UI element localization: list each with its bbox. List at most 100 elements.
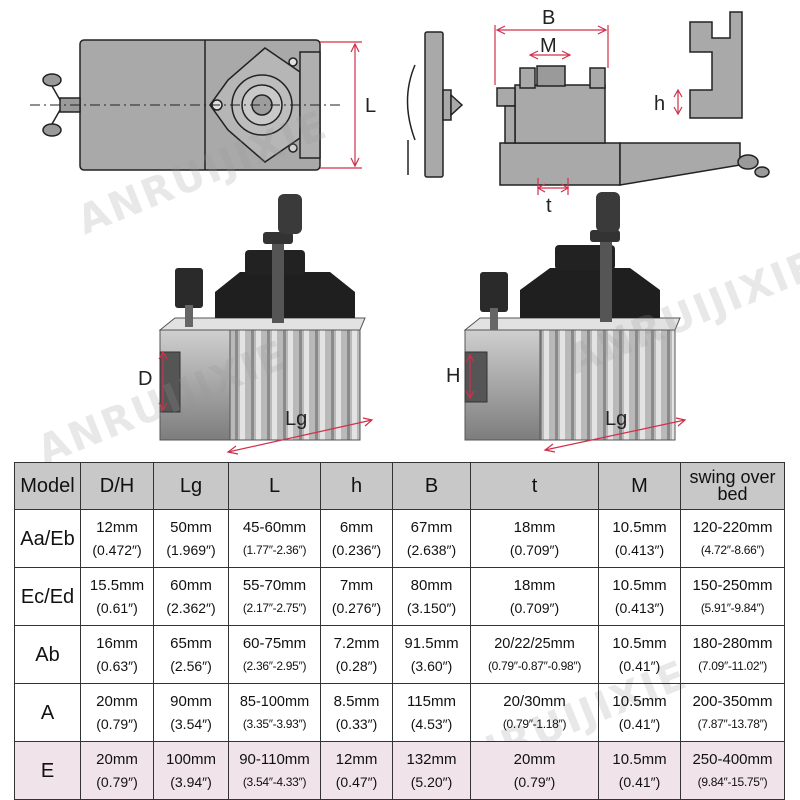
slot-profile-drawing [689, 11, 743, 119]
cell-value: (0.63″) [96, 657, 138, 674]
header-dh: D/H [80, 462, 154, 510]
cell-value: (7.87″-13.78″) [697, 716, 768, 731]
cell-value: 20/22/25mm [494, 635, 575, 652]
label-H: H [446, 365, 460, 387]
header-b: B [392, 462, 471, 510]
label-D: D [138, 368, 152, 390]
header-model: Model [14, 462, 81, 510]
cell-value: (2.638″) [406, 541, 457, 558]
header-m: M [598, 462, 681, 510]
front-view-drawing [496, 65, 770, 186]
cell-value: (0.41″) [618, 657, 661, 674]
label-B: B [542, 7, 555, 29]
cell-value: 150-250mm [692, 576, 773, 594]
cell-value: 55-70mm [242, 576, 307, 594]
header-t: t [470, 462, 599, 510]
cell-swing: 250-400mm(9.84″-15.75″) [680, 741, 785, 800]
cell-t: 18mm (0.709″) [470, 567, 599, 626]
cell-value: (5.91″-9.84″) [700, 600, 765, 615]
cell-l: 45-60mm (1.77″-2.36″) [228, 509, 321, 568]
cell-value: (0.61″) [96, 599, 138, 616]
cell-value: (2.56″) [170, 657, 212, 674]
label-h: h [654, 93, 665, 115]
cell-value: 115mm [407, 692, 456, 710]
top-view-drawing [30, 39, 340, 171]
cell-m: 10.5mm(0.413″) [598, 567, 681, 626]
cell-value: (1.77″-2.36″) [242, 542, 307, 557]
cell-m: 10.5mm(0.41″) [598, 683, 681, 742]
cell-value: 10.5mm [612, 576, 667, 594]
label-Lg-left: Lg [285, 408, 307, 430]
cell-value: 91.5mm [404, 634, 459, 652]
cell-value: 7mm [339, 576, 374, 594]
technical-diagram: L B M t h [30, 7, 770, 455]
cell-lg: 90mm (3.54″) [153, 683, 229, 742]
cell-value: (3.60″) [410, 657, 453, 674]
dimension-H-Lg-right [465, 353, 687, 453]
cell-value: (3.54″) [170, 715, 212, 732]
cell-value: (5.20″) [410, 773, 453, 790]
header-h: h [320, 462, 393, 510]
cell-value: 18mm [513, 576, 556, 594]
label-M: M [540, 35, 557, 57]
cell-dh: 20mm(0.79″) [80, 741, 154, 800]
cell-value: (0.276″) [331, 599, 382, 616]
table-row: A 20mm(0.79″) 90mm(3.54″) 85-100mm(3.35″… [14, 683, 785, 742]
cell-value: (7.09″-11.02″) [698, 658, 767, 673]
dimension-D-Lg-left [158, 350, 374, 455]
cell-value: 18mm [513, 518, 556, 536]
dimension-L [320, 41, 362, 169]
cell-value: (0.709″) [509, 599, 560, 616]
cell-value: (4.72″-8.66″) [700, 542, 765, 557]
dimension-h [673, 88, 683, 116]
cell-value: 20mm [513, 750, 556, 768]
cell-value: 50mm [170, 518, 212, 536]
cell-m: 10.5mm(0.413″) [598, 509, 681, 568]
cell-value: 100mm [165, 750, 217, 768]
label-L: L [365, 95, 376, 117]
cell-value: (0.236″) [331, 541, 382, 558]
cell-dh: 20mm (0.79″) [80, 683, 154, 742]
table-header-row: Model D/H Lg L h B t M swing over bed [14, 462, 785, 510]
cell-t: 20/30mm(0.79″-1.18″) [470, 683, 599, 742]
cell-t: 20mm(0.79″) [470, 741, 599, 800]
cell-value: (3.35″-3.93″) [242, 716, 307, 731]
header-swing: swing over bed [680, 462, 785, 510]
cell-swing: 120-220mm(4.72″-8.66″) [680, 509, 785, 568]
cell-value: 132mm [406, 750, 457, 768]
cell-value: 67mm [410, 518, 453, 536]
cell-value: 45-60mm [242, 518, 307, 536]
cell-value: (0.709″) [509, 541, 560, 558]
cell-m: 10.5mm(0.41″) [598, 741, 681, 800]
cell-value: (9.84″-15.75″) [697, 774, 768, 789]
cell-value: (4.53″) [410, 715, 453, 732]
cell-b: 67mm (2.638″) [392, 509, 471, 568]
cell-value: 90mm [170, 692, 212, 710]
cell-value: (0.79″) [96, 715, 138, 732]
cell-value: 80mm [410, 576, 453, 594]
cell-lg: 60mm(2.362″) [153, 567, 229, 626]
cell-value: 12mm [335, 750, 378, 768]
cell-value: 200-350mm [692, 692, 773, 710]
cell-value: (0.79″) [96, 773, 138, 790]
cell-value: (0.47″) [335, 773, 378, 790]
cell-value: 10.5mm [612, 750, 667, 768]
header-l: L [228, 462, 321, 510]
cell-b: 115mm (4.53″) [392, 683, 471, 742]
cell-value: 12mm [96, 518, 138, 536]
cell-swing: 180-280mm(7.09″-11.02″) [680, 625, 785, 684]
cell-value: (3.54″-4.33″) [242, 774, 307, 789]
cell-model: E [14, 741, 81, 800]
cell-h: 12mm (0.47″) [320, 741, 393, 800]
cell-h: 7mm (0.276″) [320, 567, 393, 626]
cell-h: 7.2mm(0.28″) [320, 625, 393, 684]
cell-value: 7.2mm [333, 634, 380, 652]
cell-value: 20mm [96, 692, 138, 710]
header-lg: Lg [153, 462, 229, 510]
spec-table: Model D/H Lg L h B t M swing over bed Aa… [14, 462, 785, 800]
cell-model: A [14, 683, 81, 742]
cell-b: 80mm(3.150″) [392, 567, 471, 626]
cell-value: (0.79″-1.18″) [502, 716, 567, 731]
cell-l: 90-110mm(3.54″-4.33″) [228, 741, 321, 800]
cell-value: (2.36″-2.95″) [242, 658, 307, 673]
